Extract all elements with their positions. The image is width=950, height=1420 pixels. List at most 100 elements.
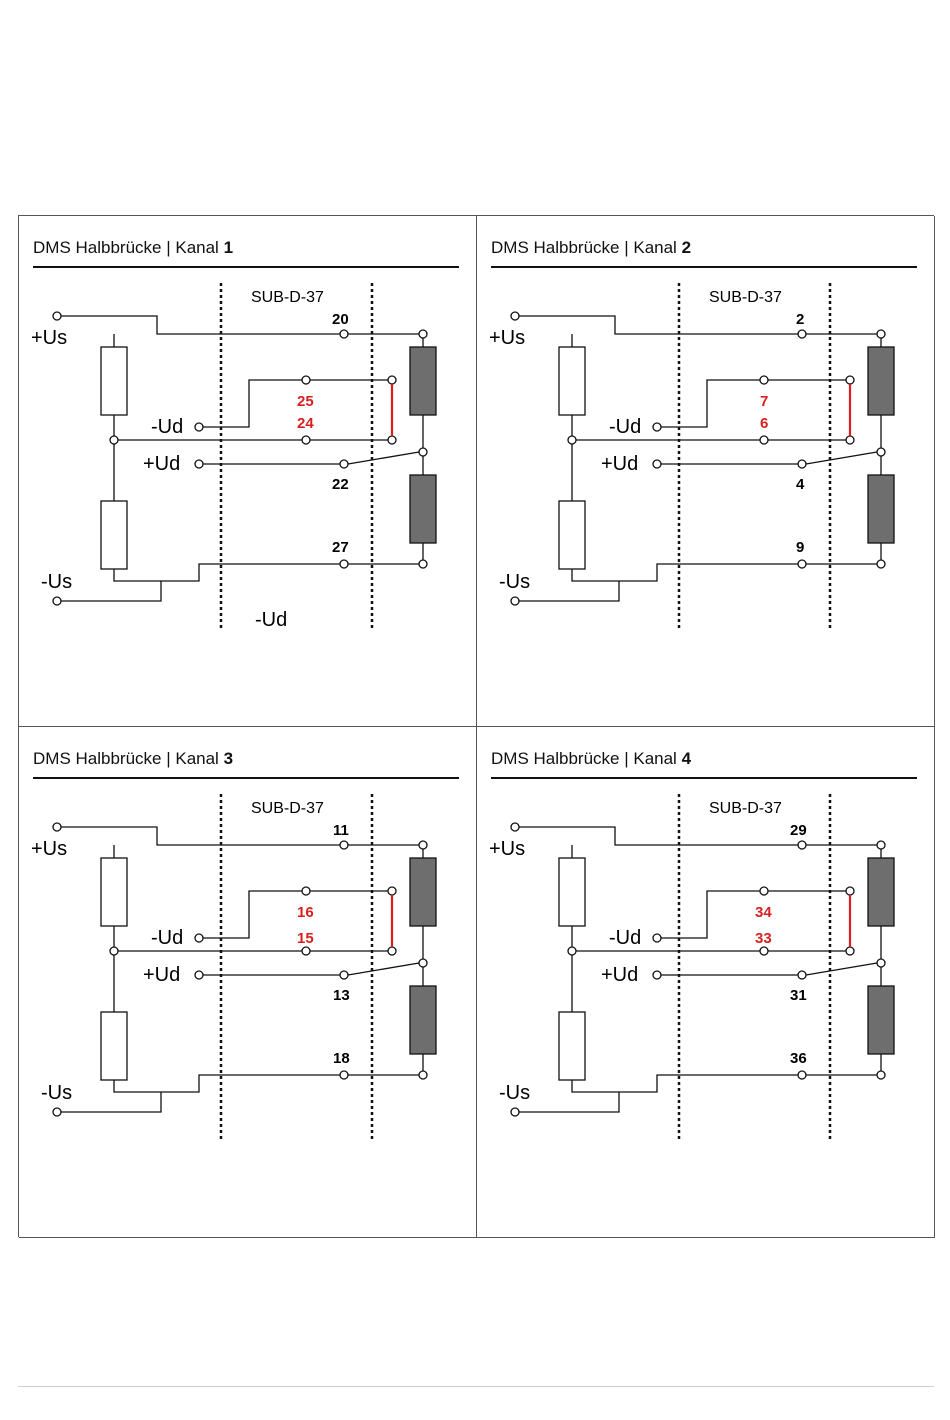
minus-ud-terminal [195,423,203,431]
node-top-right [877,330,885,338]
pin-bottom [798,560,806,568]
pin-plus-ud [798,971,806,979]
pin-bottom [340,560,348,568]
minus-us-terminal [53,597,61,605]
connector-label: SUB-D-37 [709,800,782,817]
minus-us-label: -Us [499,1082,530,1104]
wire-minus-us [114,564,340,581]
bridge-resistor-upper [559,858,585,926]
plus-ud-terminal [195,971,203,979]
pin-label-red-upper: 16 [297,904,314,921]
strain-gauge-lower [410,475,436,543]
node-red-upper [846,887,854,895]
minus-ud-terminal [653,423,661,431]
wire-minus-ud [661,891,760,938]
gauge-mid-node [419,959,427,967]
node-bottom-right [419,1071,427,1079]
plus-us-terminal [511,823,519,831]
pin-label-plus-ud: 31 [790,987,807,1004]
pin-red-upper [302,887,310,895]
plus-us-label: +Us [31,838,67,860]
minus-ud-terminal [653,934,661,942]
node-top-right [419,330,427,338]
plus-ud-label: +Ud [143,964,180,986]
pin-label-plus-ud: 4 [796,476,805,493]
gauge-mid-node [877,448,885,456]
wire-minus-ud [203,891,302,938]
pin-label-red-lower: 24 [297,415,314,432]
connector-label: SUB-D-37 [251,289,324,306]
node-top-right [877,841,885,849]
strain-gauge-upper [868,347,894,415]
wire-plus-us [61,827,340,845]
plus-ud-label: +Ud [143,453,180,475]
pin-top [798,841,806,849]
plus-ud-terminal [653,971,661,979]
panel-channel-4: DMS Halbbrücke | Kanal 4 SUB-D-37 29 +Us… [477,727,935,1238]
node-red-upper [388,376,396,384]
wire-minus-ud [203,380,302,427]
bridge-resistor-upper [559,347,585,415]
minus-us-label: -Us [41,571,72,593]
half-bridge-schematic: SUB-D-37 11 +Us 16 15 -Ud +Ud [19,727,477,1238]
half-bridge-schematic: SUB-D-37 29 +Us 34 33 -Ud +Ud [477,727,935,1238]
extra-ud-label: -Ud [255,609,287,631]
plus-ud-terminal [195,460,203,468]
pin-red-lower [760,947,768,955]
minus-us-label: -Us [499,571,530,593]
pin-plus-ud [798,460,806,468]
panel-channel-3: DMS Halbbrücke | Kanal 3 SUB-D-37 11 +Us… [19,727,477,1238]
pin-label-bottom: 27 [332,539,349,556]
plus-us-terminal [53,312,61,320]
wire-minus-us [572,564,798,581]
bridge-resistor-lower [559,501,585,569]
node-red-lower [846,436,854,444]
pin-top [340,330,348,338]
pin-top [798,330,806,338]
strain-gauge-lower [868,475,894,543]
minus-us-label: -Us [41,1082,72,1104]
node-top-right [419,841,427,849]
bridge-mid-node [110,436,118,444]
minus-ud-label: -Ud [609,927,641,949]
pin-red-lower [302,947,310,955]
pin-label-top: 29 [790,822,807,839]
node-red-lower [388,947,396,955]
pin-label-red-lower: 33 [755,930,772,947]
plus-ud-label: +Ud [601,964,638,986]
bridge-mid-node [568,947,576,955]
node-red-lower [846,947,854,955]
pin-red-upper [302,376,310,384]
wire-minus-us-terminal [519,1092,619,1112]
pin-label-red-upper: 34 [755,904,772,921]
plus-us-label: +Us [489,838,525,860]
pin-red-upper [760,887,768,895]
minus-us-terminal [511,597,519,605]
minus-ud-label: -Ud [151,927,183,949]
node-red-lower [388,436,396,444]
wiring-diagram-grid: DMS Halbbrücke | Kanal 1 SUB-D-37 20 +Us… [18,215,934,1237]
pin-label-red-upper: 7 [760,393,768,410]
plus-us-terminal [53,823,61,831]
plus-us-label: +Us [31,327,67,349]
wire-minus-us-terminal [61,581,161,601]
strain-gauge-upper [868,858,894,926]
pin-plus-ud [340,971,348,979]
pin-bottom [340,1071,348,1079]
strain-gauge-lower [868,986,894,1054]
wire-plus-ud-diagonal [806,452,877,464]
gauge-mid-node [877,959,885,967]
pin-red-lower [760,436,768,444]
plus-us-terminal [511,312,519,320]
pin-label-plus-ud: 13 [333,987,350,1004]
minus-ud-label: -Ud [151,416,183,438]
pin-plus-ud [340,460,348,468]
bridge-resistor-lower [101,1012,127,1080]
wire-plus-ud-diagonal [348,963,419,975]
pin-label-red-upper: 25 [297,393,314,410]
pin-label-plus-ud: 22 [332,476,349,493]
panel-channel-2: DMS Halbbrücke | Kanal 2 SUB-D-37 2 +Us … [477,216,935,727]
gauge-mid-node [419,448,427,456]
bridge-resistor-lower [101,501,127,569]
bridge-resistor-upper [101,347,127,415]
